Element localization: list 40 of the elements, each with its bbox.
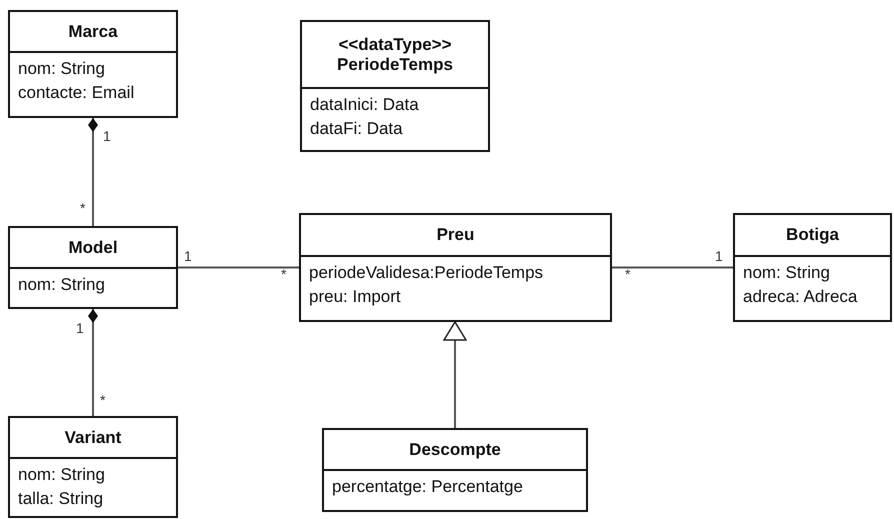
- multiplicity: *: [281, 266, 286, 282]
- attribute: adreca: Adreca: [743, 286, 858, 308]
- composition-line: [88, 309, 98, 416]
- class-name: Variant: [64, 428, 122, 448]
- class-name: Preu: [436, 225, 474, 245]
- class-box: [8, 416, 178, 518]
- class-name: Marca: [68, 22, 118, 42]
- datatype-box: [300, 20, 490, 152]
- class-box: [733, 213, 892, 322]
- multiplicity: 1: [76, 320, 84, 336]
- class-name: Model: [68, 238, 118, 258]
- attribute: dataFi: Data: [310, 118, 404, 140]
- attribute: nom: String: [18, 58, 106, 80]
- attribute: periodeValidesa:PeriodeTemps: [309, 262, 544, 284]
- association-line: [612, 266, 733, 268]
- multiplicity: *: [625, 266, 630, 282]
- association-line: [178, 266, 299, 268]
- multiplicity: 1: [715, 248, 723, 264]
- attribute: preu: Import: [309, 286, 402, 308]
- class-name: PeriodeTemps: [337, 54, 453, 74]
- multiplicity: *: [100, 392, 106, 408]
- multiplicity: *: [80, 200, 86, 216]
- attribute: nom: String: [18, 464, 106, 486]
- attribute: percentatge: Percentatge: [332, 476, 524, 498]
- class-box: [299, 213, 612, 322]
- class-name: Descompte: [409, 440, 501, 460]
- class-name: Botiga: [786, 225, 839, 245]
- attribute: nom: String: [18, 274, 106, 296]
- composition-line: [88, 118, 98, 226]
- attribute: nom: String: [743, 262, 831, 284]
- class-box: [8, 10, 178, 118]
- generalization-arrow: [443, 321, 467, 428]
- class-box: [322, 428, 588, 512]
- class-box: [8, 226, 178, 309]
- attribute: dataInici: Data: [310, 94, 420, 116]
- multiplicity: 1: [103, 128, 111, 144]
- multiplicity: 1: [184, 248, 192, 264]
- attribute: talla: String: [18, 488, 104, 510]
- attribute: contacte: Email: [18, 82, 136, 104]
- stereotype: <<dataType>>: [338, 34, 452, 54]
